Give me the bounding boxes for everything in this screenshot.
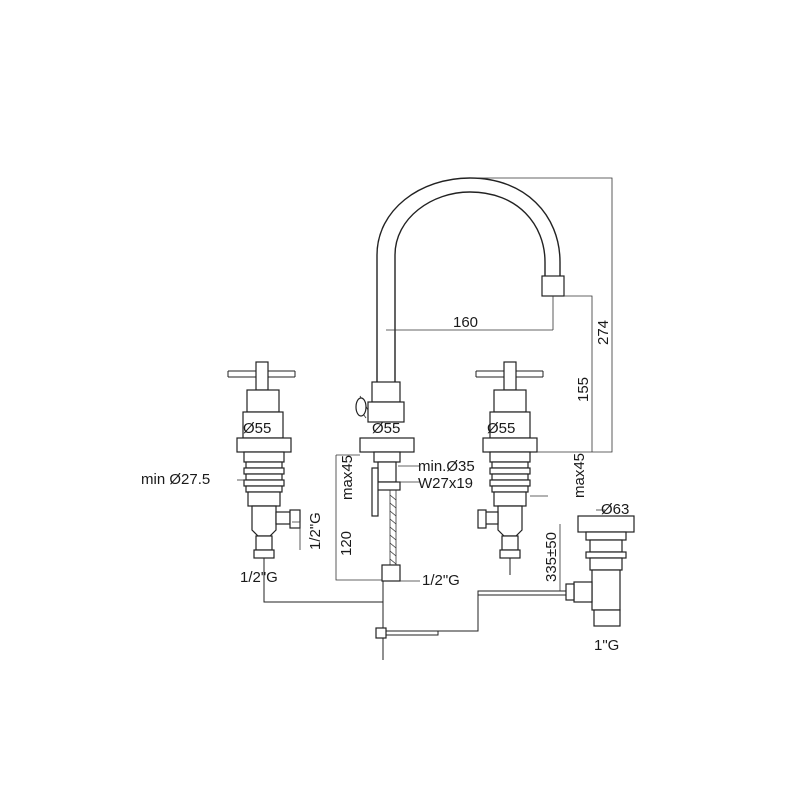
dim-drain-outlet: 1"G [594, 637, 619, 654]
dim-handle-right: Ø55 [487, 420, 515, 437]
dim-min-hole-center: min.Ø35 [418, 458, 475, 475]
right-valve [475, 361, 544, 575]
dim-inlet-left: 1/2"G [307, 512, 324, 550]
dim-spout-base: Ø55 [372, 420, 400, 437]
dim-inlet-center: 1/2"G [422, 572, 460, 589]
dim-handle-left: Ø55 [243, 420, 271, 437]
dim-drain-height: 335±50 [543, 532, 560, 582]
dim-total-height: 274 [595, 320, 612, 345]
pop-up-drain [438, 515, 635, 632]
dim-inlet-left-bottom: 1/2"G [240, 569, 278, 586]
dimension-lines [237, 177, 613, 591]
left-valve [227, 361, 383, 603]
dim-drain-diameter: Ø63 [601, 501, 629, 518]
spout [355, 177, 565, 660]
dim-thread: W27x19 [418, 475, 473, 492]
dim-reach: 160 [453, 314, 478, 331]
dim-spout-height: 155 [575, 377, 592, 402]
dim-min-hole-left: min Ø27.5 [141, 471, 210, 488]
dim-max-deck-right: max45 [571, 453, 588, 498]
dim-hose-length: 120 [338, 531, 355, 556]
dim-max-deck-center: max45 [339, 455, 356, 500]
